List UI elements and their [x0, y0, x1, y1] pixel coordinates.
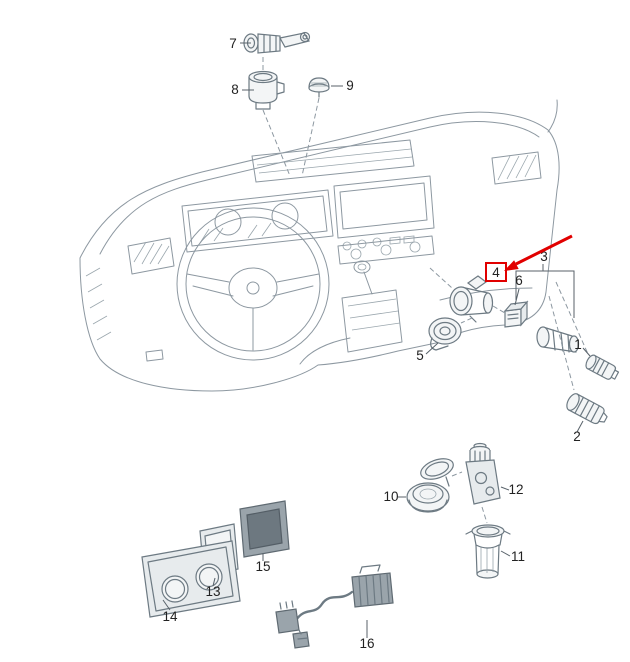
callout-7-label[interactable]: 7 — [229, 36, 237, 51]
callout-1-label[interactable]: 1 — [574, 337, 582, 352]
callout-14-label[interactable]: 14 — [162, 609, 178, 624]
callout-15-label[interactable]: 15 — [255, 559, 270, 574]
callout-4-label[interactable]: 4 — [492, 265, 500, 280]
assembly-line-4-6 — [492, 305, 506, 314]
assembly-line-dash-4 — [429, 267, 453, 289]
assembly-line-9-dash — [301, 97, 320, 177]
highlight-group — [485, 234, 573, 282]
part-11-socket-housing — [465, 524, 511, 579]
callout-3-label[interactable]: 3 — [540, 249, 548, 264]
callout-8-label[interactable]: 8 — [231, 82, 239, 97]
callout-6-label[interactable]: 6 — [515, 273, 523, 288]
right-vent — [491, 151, 542, 185]
lower-dash-lines — [299, 287, 533, 365]
part-16-wiring-harness — [275, 564, 394, 649]
part-1-plug — [585, 354, 620, 380]
instrument-cluster — [181, 189, 334, 253]
group-bracket-3 — [515, 264, 575, 318]
steering-wheel — [176, 207, 330, 361]
callout-13-label[interactable]: 13 — [205, 584, 220, 599]
part-2-plug — [566, 393, 608, 425]
part-3-cylindrical-plug — [536, 326, 580, 353]
callout-11-label[interactable]: 11 — [511, 549, 525, 564]
part-10-ashtray-cup — [406, 458, 454, 513]
assembly-line-12-11 — [481, 506, 488, 524]
highlight-arrow-shaft — [515, 234, 573, 266]
assembly-line-10-12 — [451, 471, 463, 477]
part-8-lighter-socket — [248, 70, 285, 110]
part-14-socket-plate — [141, 540, 241, 618]
leader-lines — [162, 42, 591, 638]
part-12-lighter-with-bracket — [465, 442, 501, 505]
part-7-lighter-element — [243, 31, 311, 54]
callout-12-label[interactable]: 12 — [508, 482, 523, 497]
left-vent — [127, 237, 175, 275]
center-vent — [251, 139, 415, 183]
callouts: 1 2 3 4 5 6 7 8 9 10 11 12 13 14 15 16 — [162, 36, 581, 651]
callout-5-label[interactable]: 5 — [416, 348, 424, 363]
part-6-bulb-holder — [503, 300, 529, 328]
assembly-line-8-dash — [262, 109, 291, 177]
callout-10-label[interactable]: 10 — [383, 489, 398, 504]
small-switch — [145, 349, 164, 362]
callout-16-label[interactable]: 16 — [359, 636, 374, 651]
callout-9-label[interactable]: 9 — [346, 78, 354, 93]
highlight-arrow-head — [504, 260, 519, 271]
highlight-box — [485, 262, 507, 282]
climate-panel — [337, 235, 435, 265]
assembly-line-3-1 — [555, 281, 589, 355]
door-hatch — [85, 267, 112, 341]
part-5-socket-ring — [428, 317, 462, 351]
gear-shifter — [341, 260, 403, 353]
assembly-line-4-5 — [460, 317, 473, 324]
assembly-line-3-2 — [548, 295, 575, 391]
callout-2-label[interactable]: 2 — [573, 429, 581, 444]
radio-unit — [333, 175, 435, 251]
dashboard-illustration — [79, 99, 560, 392]
part-15-square-bezel — [239, 500, 290, 558]
part-9-cap — [308, 77, 330, 98]
part-4-socket-assembly — [449, 275, 494, 323]
